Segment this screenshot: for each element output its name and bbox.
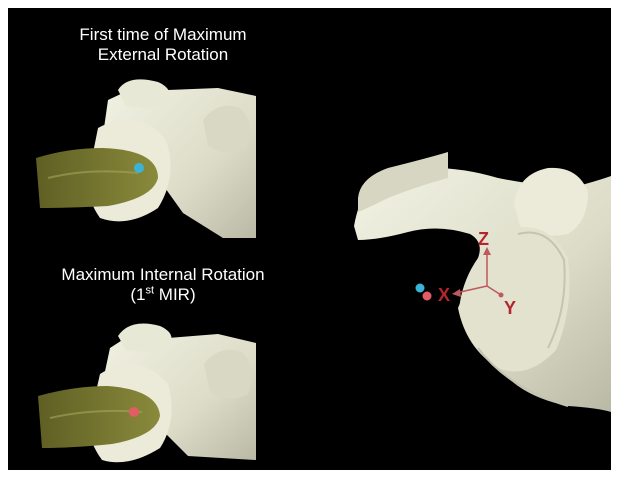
y-axis-label: Y (504, 298, 516, 318)
scapula-model-top (36, 79, 256, 238)
panel-title-bottom-prefix: (1 (130, 285, 145, 304)
render-canvas: Z X Y (8, 8, 611, 470)
y-axis-tip (499, 293, 504, 298)
panel-title-bottom-line1: Maximum Internal Rotation (23, 265, 303, 285)
x-axis-arrowhead (452, 289, 461, 297)
marker-internal-rotation (423, 292, 432, 301)
panel-title-bottom-superscript: st (146, 284, 155, 296)
panel-title-bottom-suffix: MIR) (154, 285, 196, 304)
z-axis-label: Z (478, 229, 489, 249)
scapula-model-right (354, 152, 611, 412)
marker-external-rotation (416, 284, 425, 293)
x-axis-label: X (438, 285, 450, 305)
humeral-head-marker-top (134, 163, 144, 173)
panel-title-bottom-line2: (1st MIR) (23, 285, 303, 305)
figure-frame: First time of Maximum External Rotation (8, 8, 611, 470)
humeral-head-marker-bottom (129, 407, 139, 417)
scapula-model-bottom (38, 324, 256, 463)
panel-title-bottom: Maximum Internal Rotation (1st MIR) (23, 265, 303, 305)
